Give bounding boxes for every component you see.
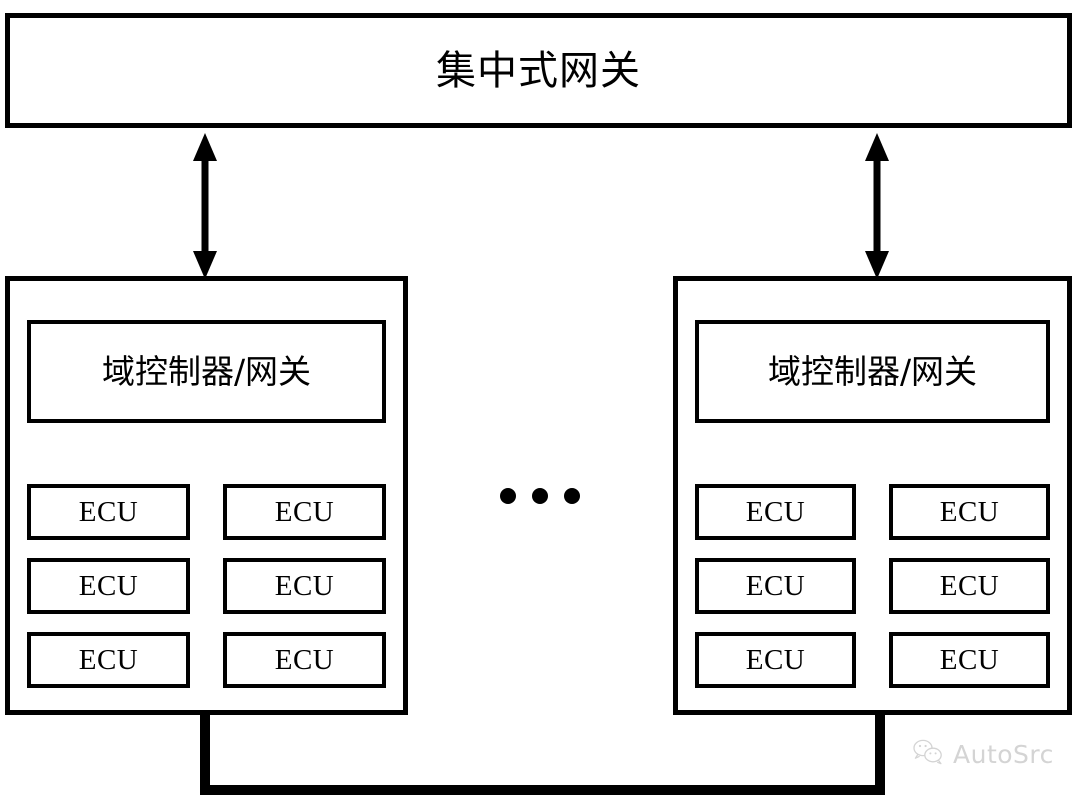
ecu-label: ECU xyxy=(78,643,139,676)
ecu-label: ECU xyxy=(745,643,806,676)
domain-container-left: 域控制器/网关 ECU ECU ECU ECU ECU ECU xyxy=(5,276,408,715)
ecu-label: ECU xyxy=(274,643,335,676)
ecu-grid-right: ECU ECU ECU ECU ECU ECU xyxy=(695,484,1050,694)
domain-container-right: 域控制器/网关 ECU ECU ECU ECU ECU ECU xyxy=(673,276,1072,715)
centralized-gateway-label: 集中式网关 xyxy=(436,47,641,94)
ellipsis-indicator xyxy=(500,482,580,510)
ecu-box: ECU xyxy=(223,558,386,614)
ecu-box: ECU xyxy=(695,484,856,540)
ecu-box: ECU xyxy=(27,558,190,614)
wechat-icon xyxy=(912,738,944,771)
ecu-box: ECU xyxy=(889,484,1050,540)
domain-controller-box-left: 域控制器/网关 xyxy=(27,320,386,423)
bottom-bus-connector xyxy=(195,710,890,796)
ecu-grid-left: ECU ECU ECU ECU ECU ECU xyxy=(27,484,386,694)
ecu-label: ECU xyxy=(939,569,1000,602)
double-headed-arrow-icon xyxy=(865,133,889,279)
centralized-gateway-box: 集中式网关 xyxy=(5,13,1072,128)
ellipsis-dot xyxy=(532,488,548,504)
ecu-label: ECU xyxy=(745,495,806,528)
bus-line-icon xyxy=(200,715,885,795)
connector-arrow-right xyxy=(857,131,897,281)
ecu-label: ECU xyxy=(78,495,139,528)
ecu-box: ECU xyxy=(889,632,1050,688)
ecu-label: ECU xyxy=(939,495,1000,528)
ecu-box: ECU xyxy=(27,632,190,688)
connector-arrow-left xyxy=(185,131,225,281)
ecu-label: ECU xyxy=(939,643,1000,676)
ecu-box: ECU xyxy=(223,632,386,688)
ellipsis-dot xyxy=(564,488,580,504)
ellipsis-dot xyxy=(500,488,516,504)
ecu-box: ECU xyxy=(695,558,856,614)
domain-controller-box-right: 域控制器/网关 xyxy=(695,320,1050,423)
domain-controller-label: 域控制器/网关 xyxy=(767,352,978,391)
ecu-label: ECU xyxy=(274,495,335,528)
ecu-box: ECU xyxy=(223,484,386,540)
ecu-label: ECU xyxy=(78,569,139,602)
ecu-label: ECU xyxy=(274,569,335,602)
double-headed-arrow-icon xyxy=(193,133,217,279)
ecu-box: ECU xyxy=(27,484,190,540)
domain-controller-label: 域控制器/网关 xyxy=(101,352,312,391)
ecu-box: ECU xyxy=(889,558,1050,614)
ecu-box: ECU xyxy=(695,632,856,688)
watermark: AutoSrc xyxy=(912,738,1054,771)
ecu-label: ECU xyxy=(745,569,806,602)
watermark-label: AutoSrc xyxy=(953,740,1054,769)
